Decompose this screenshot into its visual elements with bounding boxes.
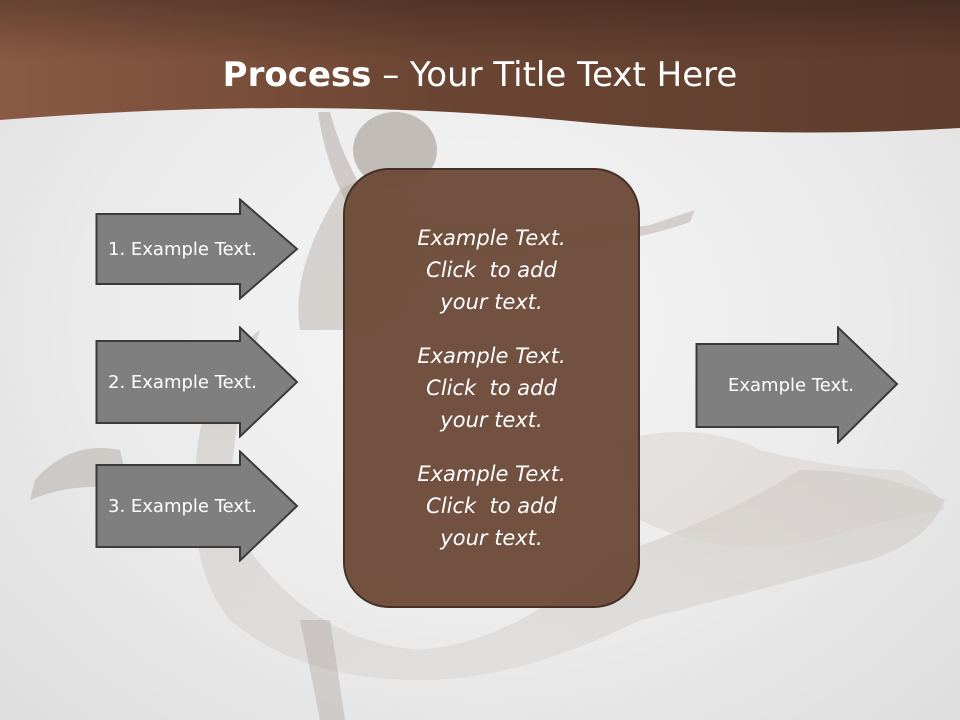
block-line: Example Text. (417, 226, 566, 250)
left-arrow-label: 1. Example Text. (108, 238, 257, 260)
center-text-block-3: Example Text. Click to add your text. (417, 458, 565, 554)
block-line: your text. (440, 290, 543, 314)
right-arrow-label: Example Text. (728, 374, 854, 396)
left-arrow-label: 2. Example Text. (108, 371, 257, 393)
left-arrow-label: 3. Example Text. (108, 495, 257, 517)
title-dash: – (371, 55, 411, 95)
block-line: your text. (440, 408, 543, 432)
block-line: Example Text. (417, 344, 566, 368)
block-line: Click to add (426, 258, 557, 282)
left-arrow-1[interactable]: 1. Example Text. (95, 198, 300, 300)
block-line: your text. (440, 526, 543, 550)
block-line: Click to add (426, 494, 557, 518)
arrow-shape (695, 326, 899, 444)
arrow-shape (95, 450, 299, 562)
left-arrow-2[interactable]: 2. Example Text. (95, 326, 300, 438)
center-text-block-1: Example Text. Click to add your text. (417, 222, 565, 318)
center-text-content: Example Text. Click to add your text. Ex… (343, 168, 640, 608)
right-arrow[interactable]: Example Text. (695, 326, 900, 444)
arrow-shape (95, 198, 299, 300)
page-title[interactable]: Process – Your Title Text Here (0, 52, 960, 98)
center-text-block-2: Example Text. Click to add your text. (417, 340, 565, 436)
left-arrow-3[interactable]: 3. Example Text. (95, 450, 300, 562)
block-line: Click to add (426, 376, 557, 400)
block-line: Example Text. (417, 462, 566, 486)
arrow-shape (95, 326, 299, 438)
title-rest: Your Title Text Here (410, 55, 738, 95)
title-bold: Process (222, 55, 372, 95)
header-band (0, 0, 960, 133)
center-text-box[interactable] (343, 168, 640, 608)
